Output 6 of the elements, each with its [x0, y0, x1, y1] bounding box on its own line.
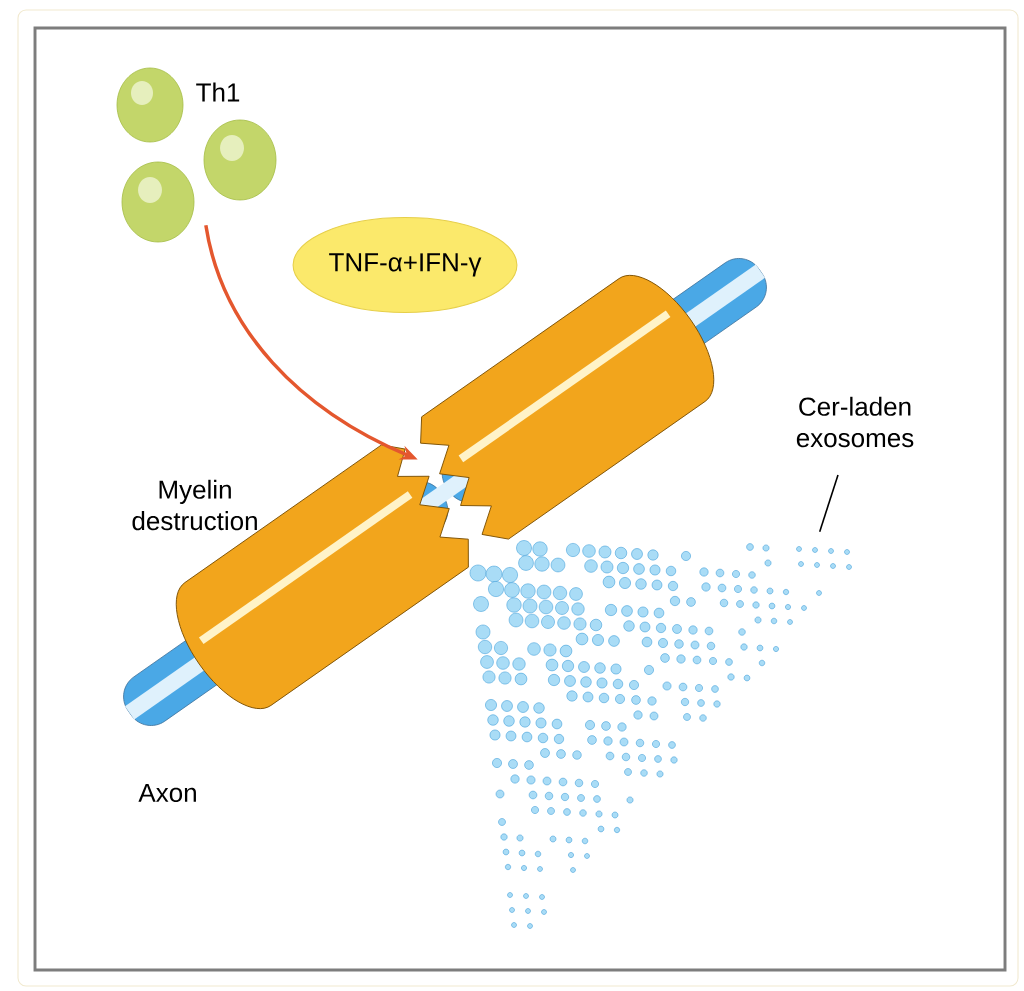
leader-line: [818, 474, 839, 533]
cell-label: Th1: [196, 82, 240, 102]
tissue-label: Axon: [138, 783, 196, 803]
exosome-cluster-drawing: [469, 540, 852, 929]
tissue-label: Myelin destruction: [132, 479, 257, 531]
exosome-label: Cer-laden exosomes: [796, 396, 914, 448]
